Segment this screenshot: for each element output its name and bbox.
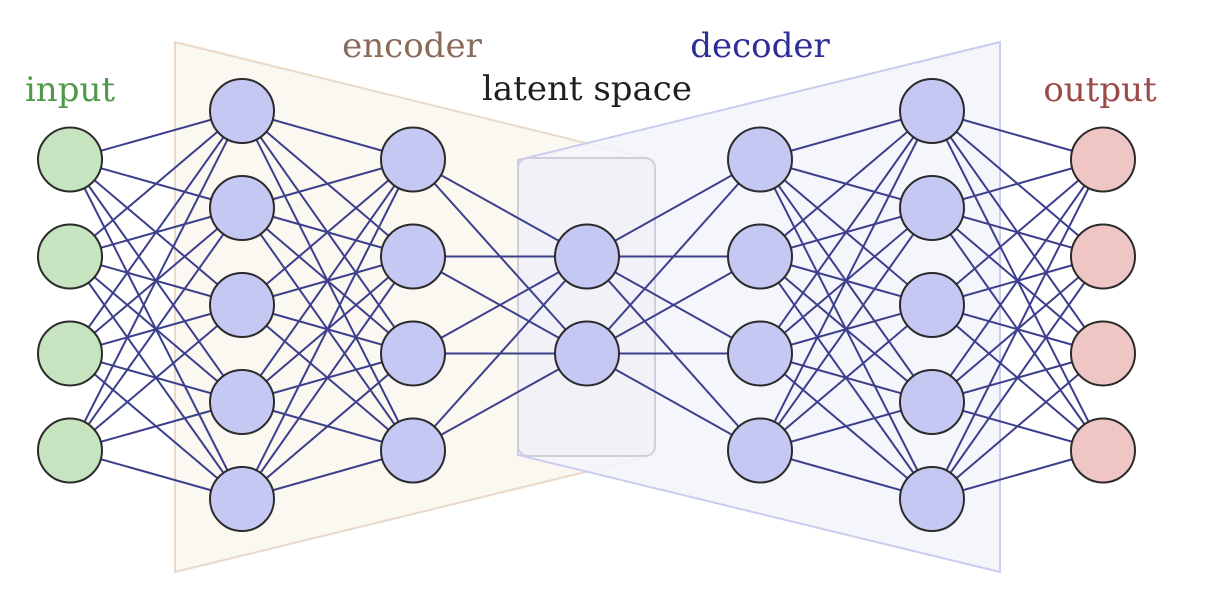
edge-decoder-hidden-2-4-to-output-1 [931,255,1104,500]
decoder-hidden-1-node-1 [727,126,793,193]
edge-decoder-hidden-2-2-to-output-0 [931,158,1104,306]
edge-input-3-to-encoder-hidden-1-1 [69,207,243,452]
edge-input-2-to-encoder-hidden-1-0 [69,110,243,355]
edge-decoder-hidden-2-4-to-output-0 [931,159,1104,500]
edge-encoder-hidden-2-3-to-latent-1 [412,352,588,452]
edge-encoder-hidden-1-4-to-encoder-hidden-2-1 [241,255,414,500]
encoder-hidden-2-node-2 [380,223,446,290]
edge-input-3-to-encoder-hidden-1-0 [69,110,243,451]
edge-latent-1-to-decoder-hidden-1-1 [586,255,761,355]
encoder-hidden-2-node-1 [380,126,446,193]
encoder-hidden-1-node-2 [209,175,275,241]
edge-encoder-hidden-1-3-to-encoder-hidden-2-0 [241,158,414,403]
decoder-hidden-2-node-4 [899,369,965,435]
edge-encoder-hidden-1-4-to-encoder-hidden-2-0 [241,159,414,500]
edge-encoder-hidden-2-2-to-latent-0 [412,255,588,355]
edge-encoder-hidden-2-3-to-latent-0 [412,255,588,452]
latent-region [517,157,656,457]
latent-node-1 [554,223,620,290]
decoder-hidden-1-node-4 [727,417,793,484]
decoder-hidden-2-node-5 [899,466,965,532]
input-node-3 [37,320,103,387]
decoder-hidden-2-node-3 [899,272,965,338]
edge-encoder-hidden-1-4-to-encoder-hidden-2-2 [241,352,414,500]
edge-decoder-hidden-2-3-to-output-0 [931,158,1104,403]
output-node-3 [1070,320,1136,387]
input-node-4 [37,417,103,484]
edge-encoder-hidden-2-0-to-latent-0 [412,158,588,258]
edge-decoder-hidden-1-3-to-decoder-hidden-2-1 [759,207,933,452]
decoder-hidden-1-node-2 [727,223,793,290]
edge-input-1-to-encoder-hidden-1-0 [69,110,243,258]
encoder-hidden-1-node-4 [209,369,275,435]
edge-decoder-hidden-1-3-to-decoder-hidden-2-0 [759,110,933,451]
edge-latent-0-to-decoder-hidden-1-0 [586,158,761,258]
encoder-label: encoder [342,26,482,66]
decoder-label: decoder [690,26,830,66]
edge-decoder-hidden-2-4-to-output-2 [931,352,1104,500]
edge-latent-1-to-decoder-hidden-1-0 [586,158,761,355]
encoder-hidden-1-node-1 [209,78,275,144]
latent-node-2 [554,320,620,387]
edge-decoder-hidden-1-3-to-decoder-hidden-2-2 [759,304,933,452]
decoder-hidden-2-node-2 [899,175,965,241]
input-node-1 [37,126,103,193]
edge-input-3-to-encoder-hidden-1-2 [69,304,243,452]
encoder-hidden-1-node-5 [209,466,275,532]
decoder-hidden-1-node-3 [727,320,793,387]
input-node-2 [37,223,103,290]
encoder-hidden-2-node-3 [380,320,446,387]
encoder-hidden-2-node-4 [380,417,446,484]
edge-latent-1-to-decoder-hidden-1-3 [586,352,761,452]
edge-decoder-hidden-1-2-to-decoder-hidden-2-0 [759,110,933,355]
decoder-hidden-2-node-1 [899,78,965,144]
output-node-2 [1070,223,1136,290]
neurons [37,78,1136,532]
encoder-hidden-1-node-3 [209,272,275,338]
output-node-4 [1070,417,1136,484]
edge-decoder-hidden-1-1-to-decoder-hidden-2-0 [759,110,933,258]
output-label: output [1043,70,1157,110]
latent-space-label: latent space [482,69,692,109]
output-node-1 [1070,126,1136,193]
edge-encoder-hidden-1-2-to-encoder-hidden-2-0 [241,158,414,306]
input-label: input [25,70,115,110]
